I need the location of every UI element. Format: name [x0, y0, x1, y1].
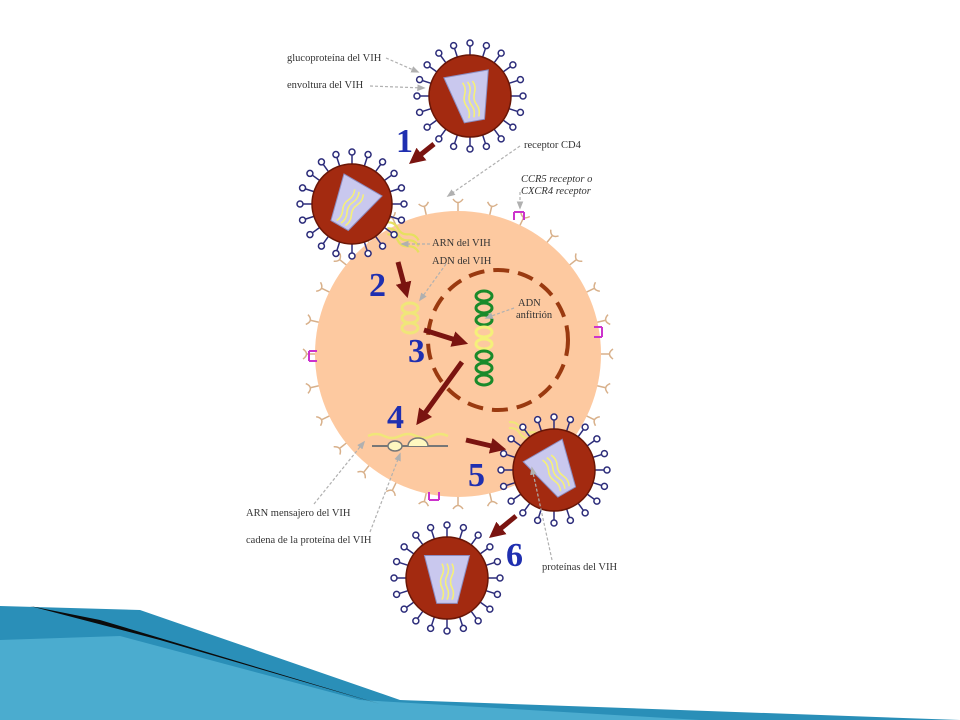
arrow-step-5	[465, 437, 507, 454]
coreceptor	[308, 350, 317, 362]
coreceptor	[428, 492, 440, 501]
slide-decoration-band	[0, 606, 960, 720]
nucleus	[426, 268, 570, 412]
hiv-virion	[296, 148, 408, 260]
label-mrna: ARN mensajero del VIH	[246, 508, 351, 519]
arrow-step-6	[489, 514, 518, 539]
label-pointers	[313, 57, 553, 561]
coreceptors	[308, 211, 603, 501]
cd4-receptor	[452, 495, 464, 510]
label-viral-dna: ADN del VIH	[432, 256, 492, 267]
hiv-virion	[390, 521, 504, 635]
viral-dna-loops	[400, 301, 420, 335]
mrna-translation	[367, 432, 449, 452]
label-host-dna-line1: ADN	[518, 298, 541, 309]
coreceptor	[513, 211, 525, 220]
label-proteins: proteínas del VIH	[542, 562, 617, 573]
cd4-receptor	[599, 348, 614, 360]
step-number-6: 6	[506, 537, 523, 574]
arrow-step-1	[409, 142, 436, 164]
step-number-3: 3	[408, 333, 425, 370]
arrow-step-3	[423, 327, 469, 347]
coreceptor	[594, 326, 603, 338]
label-protein-chain: cadena de la proteína del VIH	[246, 535, 372, 546]
label-coreceptor-line1: CCR5 receptor o	[521, 174, 592, 185]
step-arrows	[395, 142, 518, 539]
arrow-step-2	[395, 261, 412, 299]
cd4-receptor	[452, 198, 464, 213]
arrow-step-4	[416, 360, 465, 426]
label-coreceptor-line2: CXCR4 receptor	[521, 186, 592, 197]
label-glycoprotein: glucoproteína del VIH	[287, 53, 382, 64]
step-number-2: 2	[369, 267, 386, 304]
hiv-virion	[413, 39, 527, 153]
label-envelope: envoltura del VIH	[287, 80, 364, 91]
host-dna-helix	[474, 289, 494, 387]
label-viral-rna: ARN del VIH	[432, 238, 491, 249]
step-number-4: 4	[387, 399, 404, 436]
step-number-5: 5	[468, 457, 485, 494]
label-cd4-receptor: receptor CD4	[524, 140, 582, 151]
hiv-virion	[497, 413, 611, 527]
label-host-dna-line2: anfitrión	[516, 310, 553, 321]
virions	[296, 39, 611, 635]
step-number-1: 1	[396, 123, 413, 160]
